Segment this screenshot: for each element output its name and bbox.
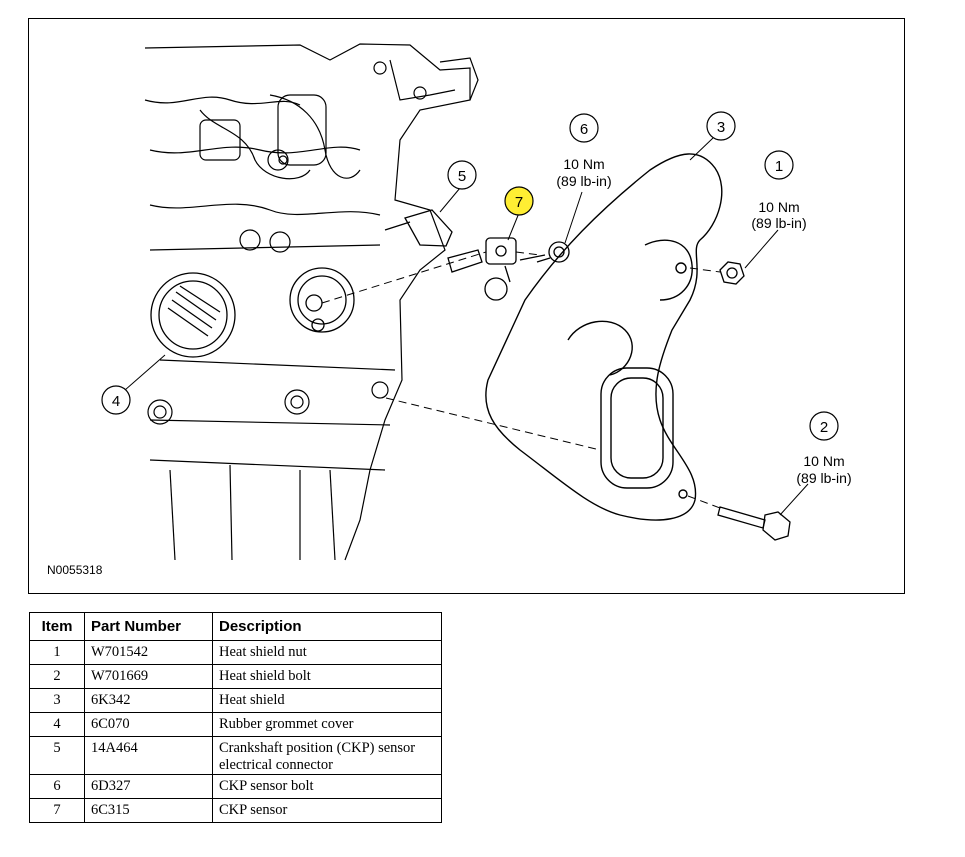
table-row: 3 6K342 Heat shield — [29, 688, 442, 713]
callout-1-torque-lbin: (89 lb-in) — [751, 215, 806, 231]
callout-5-circle — [447, 160, 477, 190]
callout-2: 2 10 Nm (89 lb-in) — [796, 411, 852, 486]
item-cell: 5 — [29, 736, 85, 775]
table-row: 1 W701542 Heat shield nut — [29, 640, 442, 665]
part-number-cell: 6D327 — [84, 774, 213, 799]
ckp-sensor-drawing — [484, 237, 546, 301]
heat-shield-nut-drawing — [719, 261, 745, 285]
ckp-bolt-drawing — [536, 241, 570, 263]
alignment-lines — [321, 251, 721, 509]
callout-5-number: 5 — [458, 168, 466, 185]
item-cell: 7 — [29, 798, 85, 823]
rubber-grommet-cover-drawing — [150, 272, 236, 358]
callout-6-number: 6 — [580, 121, 588, 138]
callout-2-torque-nm: 10 Nm — [803, 453, 844, 469]
callout-5: 5 — [447, 160, 477, 190]
callout-2-torque-lbin: (89 lb-in) — [796, 470, 851, 486]
exploded-view-diagram: 1 10 Nm (89 lb-in) 2 10 Nm (89 lb-in) 3 … — [101, 43, 852, 561]
part-number-cell: 6K342 — [84, 688, 213, 713]
callout-6-circle — [569, 113, 599, 143]
parts-table: Item Part Number Description 1 W701542 H… — [29, 612, 442, 823]
callout-4-circle — [101, 385, 131, 415]
callout-6-torque-nm: 10 Nm — [563, 156, 604, 172]
heat-shield-bolt-drawing — [717, 506, 791, 541]
callout-1-circle — [764, 150, 794, 180]
description-cell: Heat shield bolt — [212, 664, 442, 689]
engine-block-illustration — [144, 43, 479, 561]
table-row: 4 6C070 Rubber grommet cover — [29, 712, 442, 737]
part-number-cell: 6C315 — [84, 798, 213, 823]
callout-7-highlight-circle — [504, 186, 534, 216]
callout-6-torque-lbin: (89 lb-in) — [556, 173, 611, 189]
callout-3-circle — [706, 111, 736, 141]
description-cell: Heat shield nut — [212, 640, 442, 665]
part-number-cell: W701542 — [84, 640, 213, 665]
description-cell: Rubber grommet cover — [212, 712, 442, 737]
table-row: 2 W701669 Heat shield bolt — [29, 664, 442, 689]
part-number-cell: W701669 — [84, 664, 213, 689]
item-cell: 3 — [29, 688, 85, 713]
callout-4: 4 — [101, 385, 131, 415]
callout-1: 1 10 Nm (89 lb-in) — [751, 150, 807, 231]
leader-lines — [124, 137, 809, 516]
header-part-number: Part Number — [84, 612, 213, 641]
callout-6: 6 10 Nm (89 lb-in) — [556, 113, 612, 189]
part-number-cell: 6C070 — [84, 712, 213, 737]
description-cell: CKP sensor bolt — [212, 774, 442, 799]
callout-7: 7 — [504, 186, 534, 216]
heat-shield-drawing — [485, 153, 723, 521]
figure-frame — [28, 18, 905, 594]
table-row: 5 14A464 Crankshaft position (CKP) senso… — [29, 736, 442, 775]
item-cell: 6 — [29, 774, 85, 799]
callout-1-torque-nm: 10 Nm — [758, 199, 799, 215]
figure-id-label: N0055318 — [47, 563, 103, 577]
item-cell: 1 — [29, 640, 85, 665]
description-cell: Crankshaft position (CKP) sensor electri… — [212, 736, 442, 775]
ckp-connector-drawing — [384, 209, 483, 273]
callout-1-number: 1 — [775, 158, 783, 175]
table-row: 7 6C315 CKP sensor — [29, 798, 442, 823]
table-row: 6 6D327 CKP sensor bolt — [29, 774, 442, 799]
callout-3: 3 — [706, 111, 736, 141]
description-cell: CKP sensor — [212, 798, 442, 823]
item-cell: 2 — [29, 664, 85, 689]
description-cell: Heat shield — [212, 688, 442, 713]
sensor-bore-drawing — [289, 267, 355, 333]
table-header-row: Item Part Number Description — [29, 612, 442, 641]
callout-2-number: 2 — [820, 419, 828, 436]
callout-2-circle — [809, 411, 839, 441]
item-cell: 4 — [29, 712, 85, 737]
callout-4-number: 4 — [112, 393, 120, 410]
callout-7-number: 7 — [515, 194, 523, 211]
header-item: Item — [29, 612, 85, 641]
header-description: Description — [212, 612, 442, 641]
callout-3-number: 3 — [717, 119, 725, 136]
block-bolts — [147, 229, 389, 425]
part-number-cell: 14A464 — [84, 736, 213, 775]
